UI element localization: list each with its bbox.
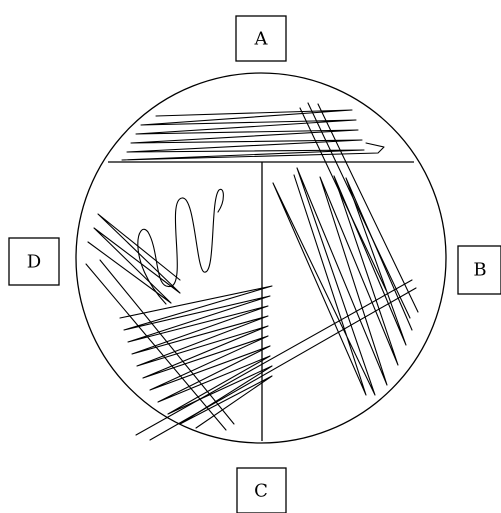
streak-zone-d-wavy-line <box>138 189 224 304</box>
streak-zone-a <box>122 110 384 160</box>
label-d-text: D <box>27 252 41 273</box>
label-b-text: B <box>473 260 486 281</box>
label-d: D <box>9 238 59 285</box>
label-c-text: C <box>254 481 268 502</box>
petri-dish-outline <box>76 73 446 443</box>
streak-zone-c-path <box>120 286 272 428</box>
label-b: B <box>458 246 501 294</box>
streak-zone-d-zigzag <box>88 214 180 303</box>
streak-zone-a-path <box>122 110 384 160</box>
label-a: A <box>236 16 286 61</box>
streak-zone-c <box>120 286 272 428</box>
label-c: C <box>237 468 286 513</box>
label-a-text: A <box>254 29 269 50</box>
streak-zone-b-loops <box>273 168 412 395</box>
streak-zone-b-exit-lines <box>136 280 416 440</box>
